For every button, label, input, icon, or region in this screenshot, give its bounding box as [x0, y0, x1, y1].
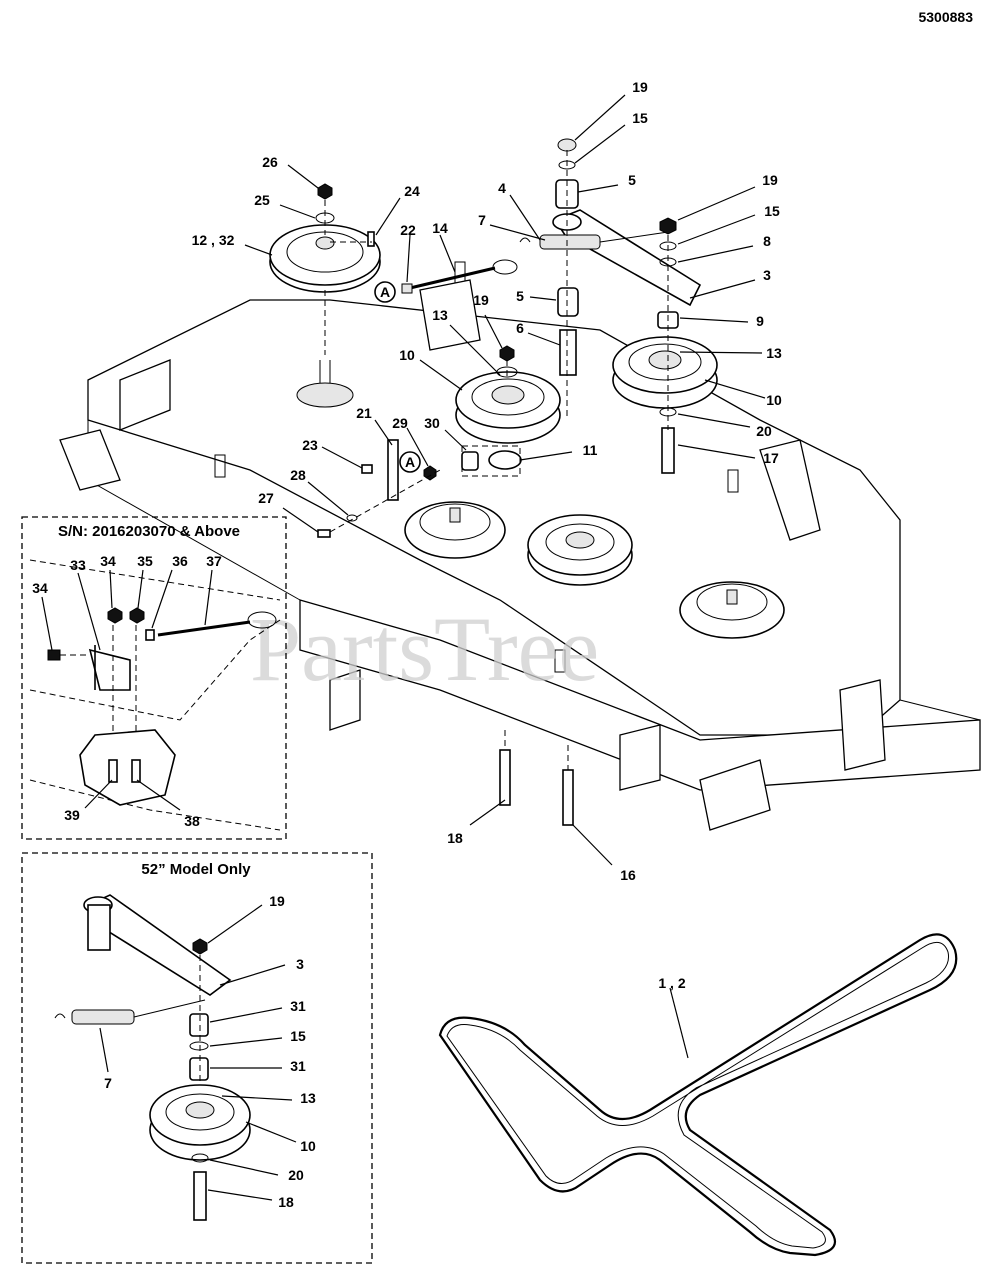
callout-label: 34	[32, 580, 48, 596]
callout-label: 19	[762, 172, 778, 188]
callout-label: 7	[478, 212, 486, 228]
callout-label: 1 , 2	[658, 975, 685, 991]
watermark: PartsTree	[250, 598, 599, 700]
deck-pulley-right	[679, 581, 785, 639]
callout-label: 3	[296, 956, 304, 972]
reference-a-1: A	[374, 281, 396, 303]
inset-52-model: 52” Model Only	[21, 852, 373, 1264]
idler-pulley-right	[612, 336, 718, 409]
spindle-pulley-left	[269, 224, 381, 293]
callout-label: 14	[432, 220, 448, 236]
callout-label: 24	[404, 183, 420, 199]
callout-label: 39	[64, 807, 80, 823]
callout-label: 28	[290, 467, 306, 483]
idler-pulley-center	[455, 371, 561, 444]
tension-spring	[519, 231, 669, 250]
callout-label: 27	[258, 490, 274, 506]
callout-label: 30	[424, 415, 440, 431]
callout-label: 21	[356, 405, 372, 421]
model52-callouts: 19 3 31 15 31 7 13 10 20 18	[99, 893, 316, 1210]
callout-label: 26	[262, 154, 278, 170]
callout-label: 15	[764, 203, 780, 219]
callout-label: 19	[473, 292, 489, 308]
callout-label: 34	[100, 553, 116, 569]
callout-label: 4	[498, 180, 506, 196]
callout-label: 19	[269, 893, 285, 909]
callout-label: 9	[756, 313, 764, 329]
callout-label: 13	[300, 1090, 316, 1106]
eyebolt	[401, 259, 518, 294]
callout-label: 3	[763, 267, 771, 283]
callout-label: 10	[399, 347, 415, 363]
callout-label: 25	[254, 192, 270, 208]
deck-pulley-center	[527, 514, 633, 586]
callout-label: 20	[288, 1167, 304, 1183]
callout-label: 15	[632, 110, 648, 126]
callout-label: 13	[766, 345, 782, 361]
callout-label: 16	[620, 867, 636, 883]
callout-label: 18	[278, 1194, 294, 1210]
callout-label: 10	[766, 392, 782, 408]
callout-label: 11	[583, 442, 598, 458]
callout-label: 19	[632, 79, 648, 95]
callout-label: 10	[300, 1138, 316, 1154]
hardware-left	[315, 150, 669, 826]
main-callouts: 19 15 5 19 15 4 26 24 25 12 , 32 22 14 7…	[192, 79, 782, 1059]
callout-label: 13	[432, 307, 448, 323]
callout-label: 36	[172, 553, 188, 569]
callout-label: 5	[628, 172, 636, 188]
reference-a-2: A	[399, 451, 421, 473]
callout-label: 12 , 32	[192, 232, 235, 248]
ref-a-label: A	[405, 454, 415, 470]
hardware-center	[461, 345, 522, 477]
callout-label: 22	[400, 222, 416, 238]
callout-label: 15	[290, 1028, 306, 1044]
callout-label: 31	[290, 998, 306, 1014]
document-number: 5300883	[918, 9, 973, 25]
inset-serial-number: S/N: 2016203070 & Above	[21, 516, 287, 840]
drive-belt	[438, 933, 958, 1257]
callout-label: 35	[137, 553, 153, 569]
serial-callouts: 34 35 36 33 37 34 39 38	[32, 553, 222, 829]
callout-label: 37	[206, 553, 222, 569]
callout-label: 38	[184, 813, 200, 829]
callout-label: 7	[104, 1075, 112, 1091]
inset-title: 52” Model Only	[141, 861, 251, 878]
callout-label: 17	[763, 450, 779, 466]
callout-label: 23	[302, 437, 318, 453]
callout-label: 33	[70, 557, 86, 573]
callout-label: 20	[756, 423, 772, 439]
callout-label: 6	[516, 320, 524, 336]
callout-label: 5	[516, 288, 524, 304]
ref-a-label: A	[380, 284, 390, 300]
inset-title: S/N: 2016203070 & Above	[58, 523, 240, 540]
mower-deck	[59, 261, 981, 831]
callout-label: 8	[763, 233, 771, 249]
callout-label: 18	[447, 830, 463, 846]
callout-label: 31	[290, 1058, 306, 1074]
callout-label: 29	[392, 415, 408, 431]
deck-pulley-left	[404, 501, 506, 559]
